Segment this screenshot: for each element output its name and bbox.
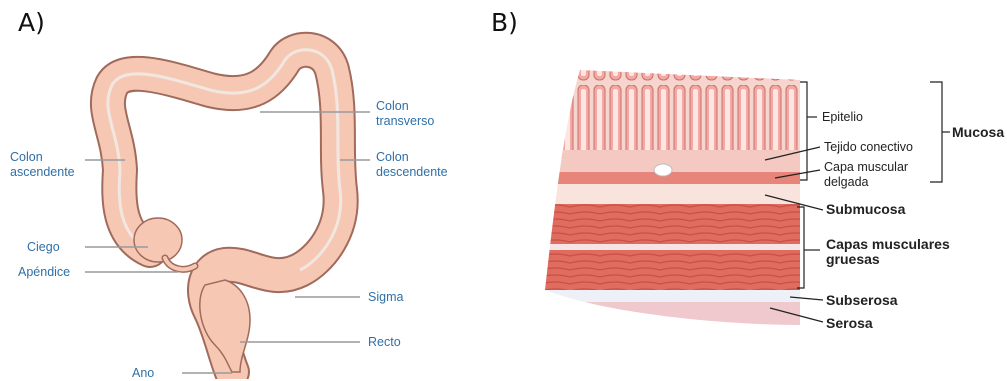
muscularis-mucosae <box>540 172 810 184</box>
muscularis-outer <box>540 250 810 290</box>
label-epitelio: Epitelio <box>822 110 863 125</box>
muscularis-divider <box>540 244 810 250</box>
lamina-propria <box>540 150 810 175</box>
bracket-mucosa <box>930 82 942 182</box>
bracket-mucosa-detail <box>800 82 807 180</box>
mucosa-villi <box>540 60 810 160</box>
label-capas-musculares-gruesas: Capas musculares gruesas <box>826 237 950 267</box>
label-mucosa: Mucosa <box>952 125 1004 140</box>
muscularis-inner <box>540 204 810 244</box>
serosa-band <box>540 302 810 332</box>
label-subserosa: Subserosa <box>826 293 898 308</box>
submucosa-band <box>540 184 810 204</box>
label-submucosa: Submucosa <box>826 202 905 217</box>
label-tejido-conectivo: Tejido conectivo <box>824 140 913 155</box>
subserosa-band <box>540 290 810 302</box>
label-capa-muscular-delgada: Capa muscular delgada <box>824 160 908 190</box>
label-serosa: Serosa <box>826 316 873 331</box>
